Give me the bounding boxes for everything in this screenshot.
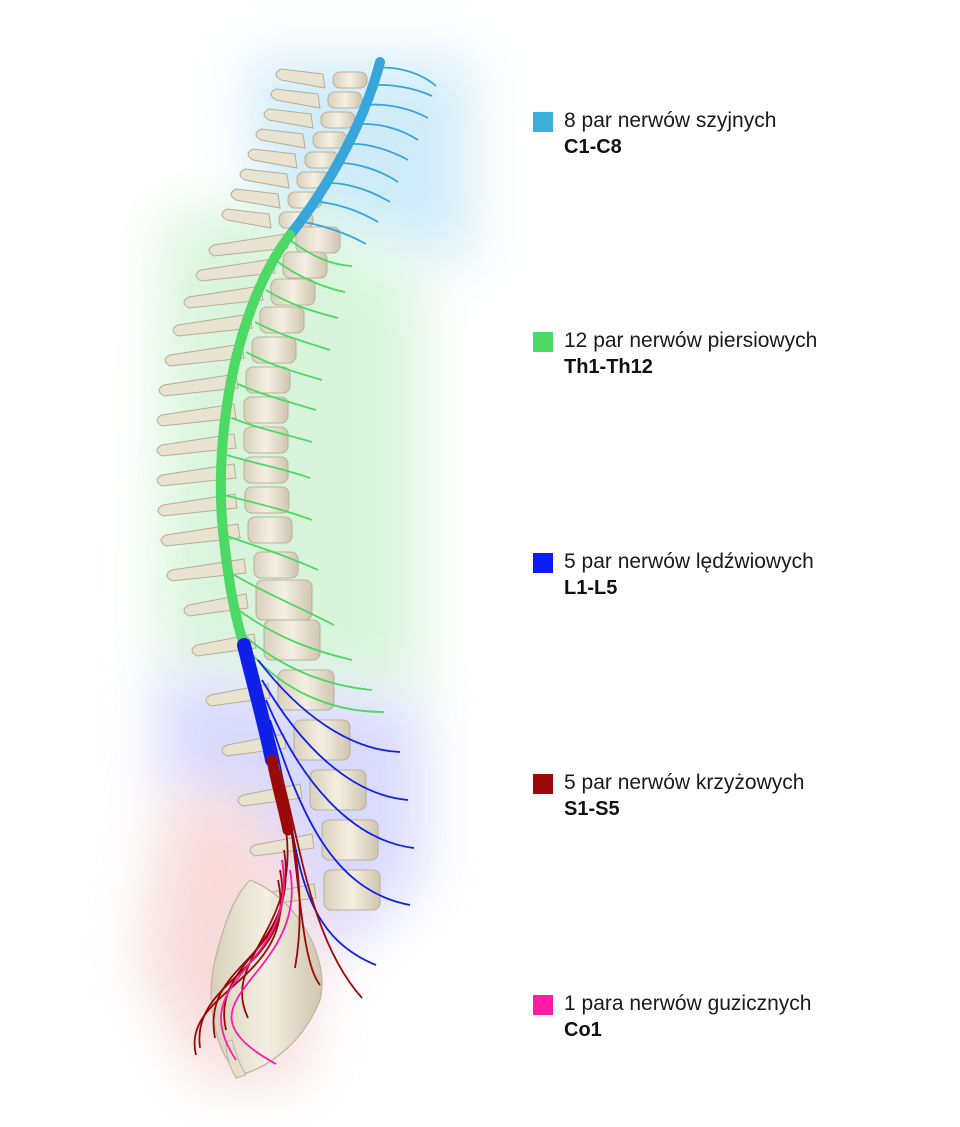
spinous-process bbox=[164, 343, 245, 367]
legend-title: 1 para nerwów guzicznych bbox=[564, 992, 812, 1015]
spinous-process bbox=[255, 128, 306, 149]
spinous-process bbox=[195, 258, 276, 282]
spinous-process bbox=[263, 108, 314, 129]
vertebral-body bbox=[244, 486, 290, 514]
spinous-process bbox=[247, 148, 298, 169]
spinal-cord bbox=[215, 57, 385, 836]
spinous-process bbox=[183, 285, 264, 309]
spinous-process bbox=[275, 68, 326, 89]
legend-swatch bbox=[533, 774, 553, 794]
cord-thoracic bbox=[215, 230, 295, 650]
legend-title: 8 par nerwów szyjnych bbox=[564, 109, 777, 132]
vertebral-body bbox=[323, 869, 381, 911]
vertebral-body bbox=[277, 669, 335, 711]
legend-code: S1-S5 bbox=[564, 798, 620, 820]
vertebral-body bbox=[247, 516, 293, 544]
vertebral-body bbox=[270, 278, 316, 306]
legend-code: C1-C8 bbox=[564, 136, 622, 158]
vertebral-body bbox=[243, 426, 289, 454]
legend-swatch bbox=[533, 332, 553, 352]
vertebral-body bbox=[245, 366, 291, 394]
cord-cervical bbox=[285, 57, 385, 240]
vertebral-body bbox=[320, 111, 356, 129]
vertebral-body bbox=[293, 719, 351, 761]
vertebral-body bbox=[332, 71, 368, 89]
cord-sacral bbox=[266, 754, 294, 836]
spinous-process bbox=[249, 833, 315, 857]
spinous-process bbox=[172, 313, 253, 337]
cervical-nerves bbox=[303, 66, 437, 245]
spinous-process bbox=[208, 233, 289, 257]
vertebral-body bbox=[282, 251, 328, 279]
spinous-process bbox=[156, 433, 237, 457]
vertebral-body bbox=[251, 336, 297, 364]
coccygeal-nerves bbox=[220, 859, 293, 1065]
legend-code: Co1 bbox=[564, 1019, 602, 1041]
vertebral-body bbox=[259, 306, 305, 334]
cord-lumbar bbox=[237, 638, 279, 767]
spinous-process bbox=[230, 188, 281, 209]
spinous-process bbox=[270, 88, 321, 109]
legend-code: L1-L5 bbox=[564, 577, 618, 599]
spinous-process bbox=[221, 208, 272, 229]
spinous-process bbox=[158, 373, 239, 397]
legend-swatch bbox=[533, 112, 553, 132]
vertebral-body bbox=[253, 551, 299, 579]
vertebral-body bbox=[327, 91, 363, 109]
spinous-process bbox=[156, 403, 237, 427]
spinous-process bbox=[239, 168, 290, 189]
legend-code: Th1-Th12 bbox=[564, 356, 653, 378]
thoracic-nerves bbox=[223, 239, 385, 713]
vertebral-body bbox=[243, 396, 289, 424]
legend-title: 5 par nerwów lędźwiowych bbox=[564, 550, 814, 573]
legend-title: 5 par nerwów krzyżowych bbox=[564, 771, 805, 794]
legend-swatch bbox=[533, 553, 553, 573]
lumbar-nerves bbox=[257, 659, 415, 966]
legend-title: 12 par nerwów piersiowych bbox=[564, 329, 818, 352]
legend-swatch bbox=[533, 995, 553, 1015]
